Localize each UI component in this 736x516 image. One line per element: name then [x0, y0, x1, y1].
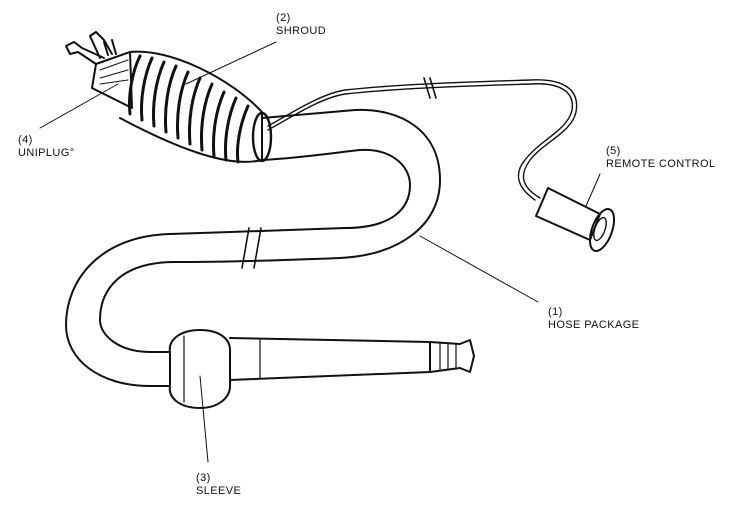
sleeve-number: (3)	[196, 472, 211, 484]
sleeve	[168, 329, 231, 409]
shroud-callout: (2) SHROUD	[276, 12, 326, 38]
sleeve-leader	[199, 375, 209, 463]
hose-package	[65, 108, 441, 387]
uniplug-label: UNIPLUG°	[18, 147, 75, 159]
hose-leader	[419, 235, 539, 303]
uniplug	[65, 31, 133, 109]
torch-body	[229, 337, 475, 381]
remote-control	[535, 187, 616, 252]
leader-lines	[39, 41, 601, 463]
shroud-label: SHROUD	[276, 25, 327, 37]
hose-break-marks	[241, 227, 262, 269]
remote-leader	[585, 173, 601, 207]
uniplug-number: (4)	[18, 134, 33, 146]
remote-control-cord	[267, 77, 578, 201]
remote-control-callout: (5) REMOTE CONTROL	[606, 145, 716, 171]
sleeve-callout: (3) SLEEVE	[196, 472, 241, 498]
shroud-leader	[185, 41, 277, 85]
shroud	[119, 50, 273, 164]
hose-package-callout: (1) HOSE PACKAGE	[548, 306, 639, 332]
hose-package-number: (1)	[548, 306, 563, 318]
sleeve-label: SLEEVE	[196, 485, 242, 497]
uniplug-leader	[39, 83, 119, 129]
remote-control-label: REMOTE CONTROL	[606, 158, 716, 170]
remote-control-number: (5)	[606, 145, 621, 157]
hose-package-label: HOSE PACKAGE	[548, 319, 640, 331]
uniplug-callout: (4) UNIPLUG°	[18, 134, 75, 160]
shroud-number: (2)	[276, 12, 291, 24]
